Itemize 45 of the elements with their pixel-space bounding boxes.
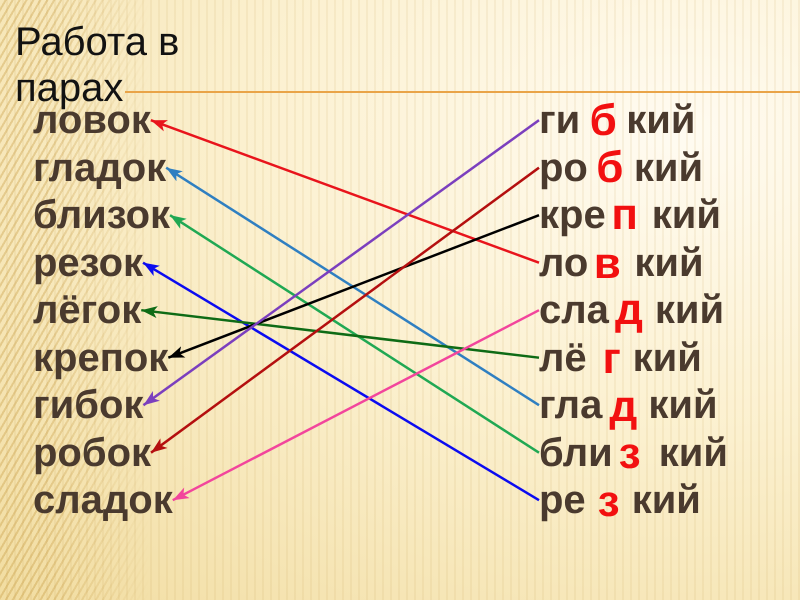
word-stem: ро — [539, 146, 588, 189]
word-stem: бли — [539, 432, 613, 474]
arrow — [168, 214, 540, 359]
word-ending: кий — [632, 479, 701, 522]
word-stem: лё — [539, 336, 587, 379]
word-text: сладок — [33, 479, 173, 522]
word-ending: кий — [654, 289, 724, 332]
arrow — [141, 306, 540, 359]
word-text: гибок — [33, 384, 144, 426]
word-stem: ре — [539, 479, 586, 522]
word-ending: кий — [632, 336, 702, 379]
word-ending: кий — [634, 146, 704, 189]
word-stem: гла — [539, 384, 602, 426]
arrow — [150, 166, 540, 454]
answer-letter: д — [609, 382, 638, 431]
word-stem: кре — [539, 194, 606, 236]
arrow — [172, 309, 540, 502]
word-ending: кий — [658, 432, 728, 474]
word-ending: кий — [652, 194, 721, 236]
answer-letter: г — [602, 335, 621, 384]
word-ending: кий — [626, 99, 696, 142]
slide-title: Работа в парах — [15, 19, 180, 111]
word-text: близок — [33, 194, 170, 236]
arrow — [150, 119, 540, 264]
answer-letter: з — [618, 430, 641, 478]
answer-letter: д — [614, 286, 643, 334]
word-text: крепок — [33, 336, 168, 379]
word-text: гладок — [33, 146, 166, 189]
word-text: робок — [33, 432, 152, 474]
arrow — [142, 119, 540, 406]
arrow — [142, 262, 540, 502]
word-stem: ги — [539, 99, 580, 142]
word-text: лёгок — [33, 289, 142, 332]
answer-letter: в — [594, 240, 621, 288]
answer-letter: б — [596, 144, 624, 192]
arrow — [166, 166, 540, 406]
word-text: резок — [33, 242, 144, 284]
answer-letter: п — [611, 190, 638, 239]
arrow — [169, 214, 540, 454]
word-ending: кий — [648, 384, 718, 426]
answer-letter: з — [598, 478, 620, 526]
word-ending: кий — [634, 242, 704, 284]
answer-letter: б — [590, 96, 617, 145]
word-stem: сла — [539, 289, 609, 332]
word-stem: ло — [539, 242, 588, 284]
